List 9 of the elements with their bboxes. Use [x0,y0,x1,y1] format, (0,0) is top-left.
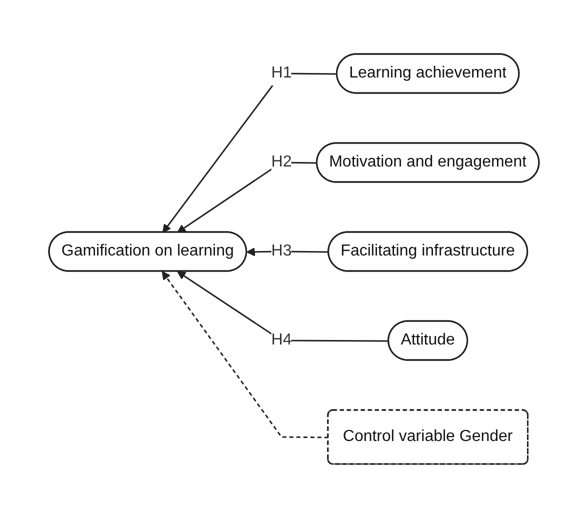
edge-label: H2 [270,152,292,170]
edge-label: H3 [270,242,292,259]
edge-label: H1 [270,64,292,81]
arrow [176,270,388,342]
arrow [161,270,328,438]
arrow [176,161,317,232]
arrow [246,246,328,256]
arrow [162,72,337,232]
edge-label: H4 [270,330,292,348]
